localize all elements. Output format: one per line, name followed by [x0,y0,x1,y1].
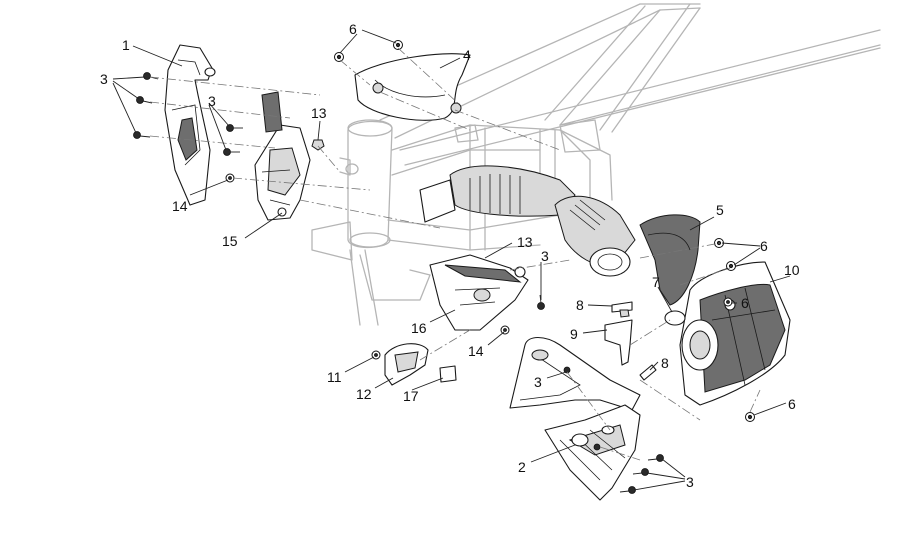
part-rubber-pad [439,365,457,383]
part-lower-guard [544,404,641,501]
callout-17: 17 [403,388,419,404]
callout-10: 10 [784,262,800,278]
part-centre-bracket [429,254,529,331]
screw-icon [226,124,243,132]
screw-icon [619,486,636,494]
screw-icon [136,96,153,104]
screw-icon [632,468,649,476]
callout-5: 5 [716,202,724,218]
callout-15: 15 [222,233,238,249]
callout-3: 3 [686,474,694,490]
callout-13: 13 [311,105,327,121]
screw-icon [647,454,664,462]
callout-8: 8 [576,297,584,313]
motorcycle-frame [311,3,881,326]
part-rubber-grommet [664,310,686,326]
screw-icon [133,131,151,139]
nut-icon [311,139,325,151]
callout-14: 14 [468,343,484,359]
assembly-guide-lines [149,47,761,461]
engine-intake-assembly [419,165,636,277]
callout-11: 11 [327,369,342,385]
part-upper-heat-shield [354,53,471,121]
washer-icon [500,325,510,335]
washer-icon [723,297,733,307]
part-left-lower-cover [254,91,311,221]
callout-1: 1 [122,37,130,53]
screw-icon [537,294,545,310]
screw-icon [223,148,240,156]
screw-icon [143,72,159,80]
part-left-upper-cover [164,44,216,206]
callout-6: 6 [349,21,357,37]
callout-14: 14 [172,198,188,214]
callout-7: 7 [652,274,660,290]
part-small-cover [384,343,429,386]
part-rear-heat-shield [639,214,701,306]
washer-icon [726,261,736,271]
callout-3: 3 [100,71,108,87]
part-bolt-long [639,364,657,381]
callout-6: 6 [741,295,749,311]
leader-lines [112,29,791,491]
washer-icon [225,173,235,183]
callout-labels: 1 3 3 14 15 13 6 4 13 3 16 14 11 12 17 8… [100,21,800,490]
washer-icon [371,350,381,360]
callout-16: 16 [411,320,427,336]
washer-icon [745,412,755,422]
callout-3: 3 [534,374,542,390]
nut-icon [619,309,630,318]
callout-6: 6 [788,396,796,412]
callout-6: 6 [760,238,768,254]
part-lower-guard-upper [509,336,641,411]
callout-9: 9 [570,326,578,342]
screw-icon [563,366,571,374]
callout-12: 12 [356,386,372,402]
callout-8: 8 [661,355,669,371]
callout-3: 3 [541,248,549,264]
callout-4: 4 [463,47,471,63]
part-muffler-cover [679,261,791,406]
callout-3: 3 [208,93,216,109]
washer-icon [334,52,344,62]
callout-2: 2 [518,459,526,475]
callout-13: 13 [517,234,533,250]
screw-icon [593,443,601,451]
